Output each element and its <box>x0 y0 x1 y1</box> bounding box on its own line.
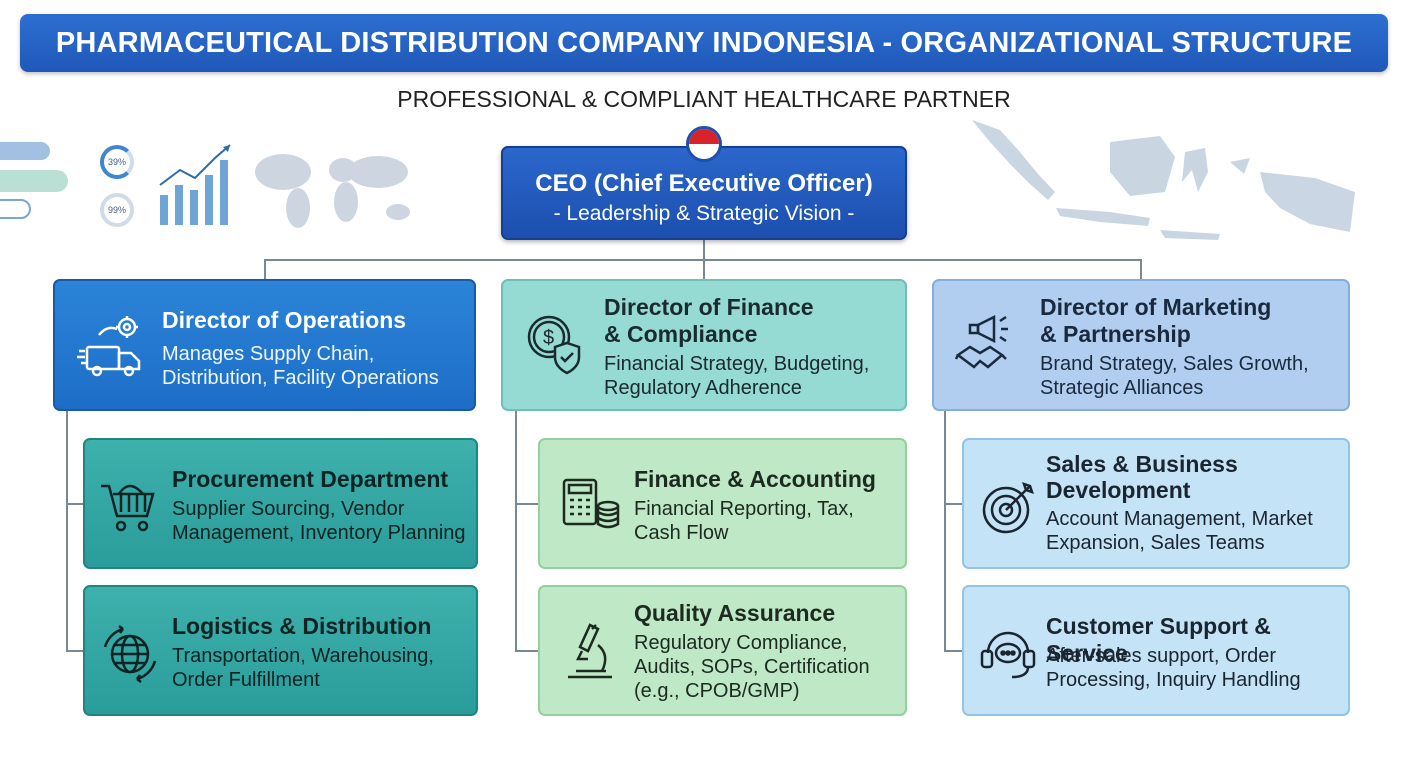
calculator-coins-icon <box>562 478 620 529</box>
quality-assurance-desc-line2: Audits, SOPs, Certification <box>634 656 870 678</box>
finance-accounting-desc-line2: Cash Flow <box>634 522 729 544</box>
page-title: PHARMACEUTICAL DISTRIBUTION COMPANY INDO… <box>55 26 1353 59</box>
quality-assurance-title: Quality Assurance <box>634 600 836 626</box>
connector-line <box>703 240 705 260</box>
truck-gear-icon <box>77 316 141 377</box>
percentage-ring-39: 39% <box>100 145 134 179</box>
indonesia-map-decoration <box>972 120 1355 240</box>
director-operations-desc-line2: Distribution, Facility Operations <box>162 367 439 389</box>
sales-title-line2: Development <box>1046 477 1191 503</box>
connector-line <box>944 650 962 652</box>
director-marketing-box: Director of Marketing & Partnership Bran… <box>932 279 1350 411</box>
connector-line <box>515 411 517 651</box>
director-marketing-desc-line1: Brand Strategy, Sales Growth, <box>1040 353 1309 375</box>
page-subtitle: PROFESSIONAL & COMPLIANT HEALTHCARE PART… <box>397 86 1011 112</box>
connector-line <box>515 650 538 652</box>
connector-line <box>264 259 1141 261</box>
percentage-label: 39% <box>107 157 126 167</box>
quality-assurance-desc-line1: Regulatory Compliance, <box>634 632 848 654</box>
customer-support-title: Customer Support & Service <box>1046 613 1271 666</box>
globe-arrows-icon <box>103 625 157 683</box>
growth-chart-decoration <box>159 144 231 225</box>
dollar-shield-icon: $ <box>527 315 581 375</box>
director-finance-desc-line2: Regulatory Adherence <box>604 377 802 399</box>
connector-line <box>944 411 946 651</box>
finance-accounting-title: Finance & Accounting <box>634 466 876 492</box>
sales-business-development-box: Sales & Business Development Account Man… <box>962 438 1350 569</box>
procurement-title: Procurement Department <box>172 466 449 492</box>
connector-line <box>944 503 962 505</box>
logistics-distribution-box: Logistics & Distribution Transportation,… <box>83 585 478 716</box>
customer-support-desc-line1: After-sales support, Order <box>1046 645 1277 667</box>
director-finance-box: $ Director of Finance & Compliance Finan… <box>501 279 907 411</box>
indonesia-flag-icon <box>686 126 722 162</box>
director-marketing-title-line2: & Partnership <box>1040 321 1191 347</box>
quality-assurance-desc-line3: (e.g., CPOB/GMP) <box>634 680 800 702</box>
director-operations-box: Director of Operations Manages Supply Ch… <box>53 279 476 411</box>
sales-desc-line2: Expansion, Sales Teams <box>1046 532 1265 554</box>
director-operations-title: Director of Operations <box>162 307 407 333</box>
percentage-label: 99% <box>107 205 126 215</box>
sales-title-line1: Sales & Business <box>1046 451 1238 477</box>
director-finance-title-line2: & Compliance <box>604 321 758 347</box>
procurement-department-box: Procurement Department Supplier Sourcing… <box>83 438 478 569</box>
shopping-cart-icon <box>101 484 155 532</box>
target-icon <box>982 482 1034 534</box>
customer-support-service-box: Customer Support & Service After-sales s… <box>962 585 1350 716</box>
connector-line <box>703 259 705 279</box>
page-title-bar: PHARMACEUTICAL DISTRIBUTION COMPANY INDO… <box>20 14 1388 72</box>
ceo-description: - Leadership & Strategic Vision - <box>553 202 855 225</box>
megaphone-handshake-icon <box>954 314 1008 369</box>
headset-icon <box>980 631 1036 679</box>
connector-line <box>66 503 83 505</box>
director-finance-title-line1: Director of Finance <box>604 294 814 320</box>
director-finance-desc-line1: Financial Strategy, Budgeting, <box>604 353 870 375</box>
ceo-title: CEO (Chief Executive Officer) <box>535 170 873 197</box>
svg-text:$: $ <box>543 327 554 349</box>
director-marketing-desc-line2: Strategic Alliances <box>1040 377 1204 399</box>
connector-line <box>66 650 83 652</box>
director-operations-desc-line1: Manages Supply Chain, <box>162 343 375 365</box>
logistics-desc-line1: Transportation, Warehousing, <box>172 645 434 667</box>
procurement-desc-line1: Supplier Sourcing, Vendor <box>172 498 405 520</box>
world-map-decoration <box>255 154 410 228</box>
procurement-desc-line2: Management, Inventory Planning <box>172 522 466 544</box>
connector-line <box>66 411 68 651</box>
finance-accounting-desc-line1: Financial Reporting, Tax, <box>634 498 854 520</box>
pills-decoration <box>0 142 68 219</box>
director-marketing-title-line1: Director of Marketing <box>1040 294 1272 320</box>
connector-line <box>1140 259 1142 279</box>
finance-accounting-box: Finance & Accounting Financial Reporting… <box>538 438 907 569</box>
connector-line <box>515 503 538 505</box>
connector-line <box>264 259 266 279</box>
customer-support-desc-line2: Processing, Inquiry Handling <box>1046 669 1301 691</box>
sales-desc-line1: Account Management, Market <box>1046 508 1313 530</box>
logistics-desc-line2: Order Fulfillment <box>172 669 320 691</box>
quality-assurance-box: Quality Assurance Regulatory Compliance,… <box>538 585 907 716</box>
percentage-ring-99: 99% <box>100 193 134 227</box>
microscope-icon <box>568 623 612 679</box>
logistics-title: Logistics & Distribution <box>172 613 432 639</box>
